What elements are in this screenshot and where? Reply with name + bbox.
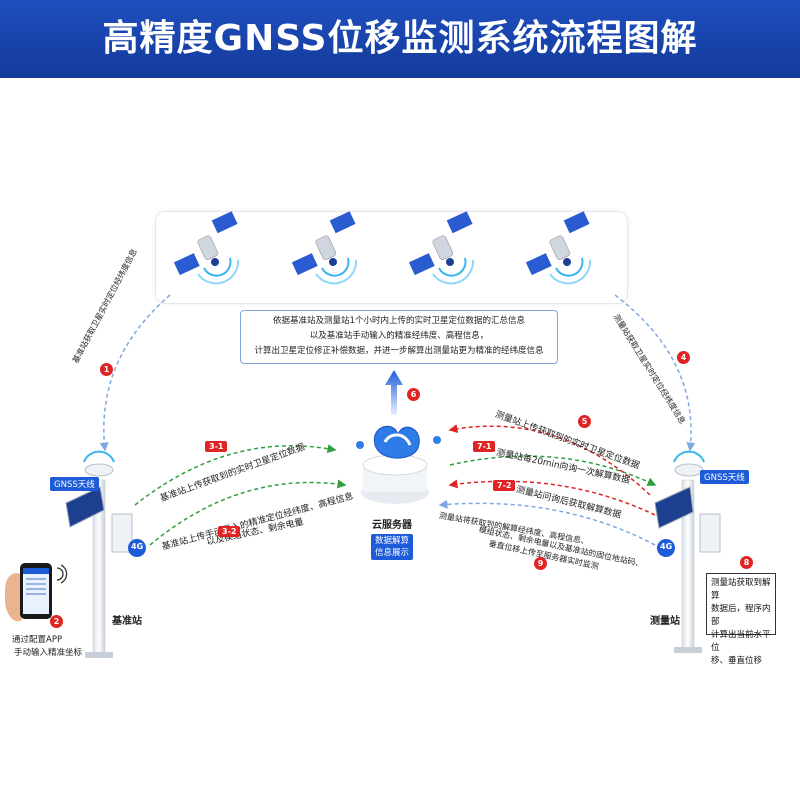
step-badge-1: 1 <box>100 363 113 376</box>
measure-4g-label: 4G <box>660 542 673 551</box>
step-badge-5: 5 <box>578 415 591 428</box>
arc-3-2 <box>149 479 347 546</box>
server-tag-line: 信息展示 <box>375 548 410 558</box>
satellite-icon <box>525 211 592 285</box>
step-badge-3-1: 3-1 <box>205 441 228 452</box>
step-badge-7-1: 7-1 <box>473 441 496 452</box>
measure-station-pole <box>654 450 721 653</box>
step-8-box: 测量站获取到解算 数据后，程序内部 计算出当前水平位 移、垂直位移 <box>706 573 776 666</box>
server-tag: 数据解算 信息展示 <box>371 534 414 560</box>
step-8-line: 移、垂直位移 <box>711 656 763 666</box>
arc-3-1 <box>134 444 337 506</box>
measure-station-label: 测量站 <box>650 616 680 627</box>
step-8-line: 数据后，程序内部 <box>711 604 771 627</box>
step-badge-7-2: 7-2 <box>493 480 516 491</box>
step-badge-3-2: 3-2 <box>218 526 241 537</box>
step-badge-9: 9 <box>534 557 547 570</box>
arc-7-1 <box>449 455 657 486</box>
base-station-label: 基准站 <box>112 616 142 627</box>
satellite-panel <box>155 211 628 304</box>
satellite-icon <box>173 211 240 285</box>
step-badge-2: 2 <box>50 615 63 628</box>
base-4g-icon <box>128 539 146 557</box>
step-badge-6: 6 <box>407 388 420 401</box>
info-line: 计算出卫星定位修正补偿数据，并进一步解算出测量站更为精准的经纬度信息 <box>254 346 544 356</box>
step-2-text-2: 手动输入精准坐标 <box>14 648 83 658</box>
phone-icon <box>5 563 68 622</box>
arc-5 <box>448 424 651 496</box>
step-2-text-1: 通过配置APP <box>12 635 63 645</box>
arc-sat-to-base <box>99 294 171 452</box>
step-badge-8: 8 <box>740 556 753 569</box>
satellite-icon <box>408 211 475 285</box>
header-banner: 高精度GNSS位移监测系统流程图解 <box>0 0 800 78</box>
info-line: 依据基准站及测量站1个小时内上传的实时卫星定位数据的汇总信息 <box>273 316 525 326</box>
page-title: 高精度GNSS位移监测系统流程图解 <box>102 18 698 59</box>
arc-9 <box>438 499 656 546</box>
arc-sat-to-measure <box>614 294 696 452</box>
server-label: 云服务器 <box>372 520 412 531</box>
measure-4g-icon <box>657 539 675 557</box>
info-box: 依据基准站及测量站1个小时内上传的实时卫星定位数据的汇总信息 以及基准站手动输入… <box>240 310 558 364</box>
step-8-line: 测量站获取到解算 <box>711 578 771 601</box>
base-4g-label: 4G <box>131 542 144 551</box>
arrow-server-to-info <box>385 370 403 415</box>
base-station-pole <box>65 450 133 658</box>
measure-antenna-label: GNSS天线 <box>700 470 749 484</box>
arc-7-2 <box>448 479 656 516</box>
base-antenna-label: GNSS天线 <box>50 477 99 491</box>
server-tag-line: 数据解算 <box>375 536 410 546</box>
info-line: 以及基准站手动输入的精准经纬度、高程信息， <box>309 331 489 341</box>
step-badge-4: 4 <box>677 351 690 364</box>
cloud-server-icon <box>356 425 441 504</box>
step-8-line: 计算出当前水平位 <box>711 630 771 653</box>
satellite-icon <box>291 211 358 285</box>
